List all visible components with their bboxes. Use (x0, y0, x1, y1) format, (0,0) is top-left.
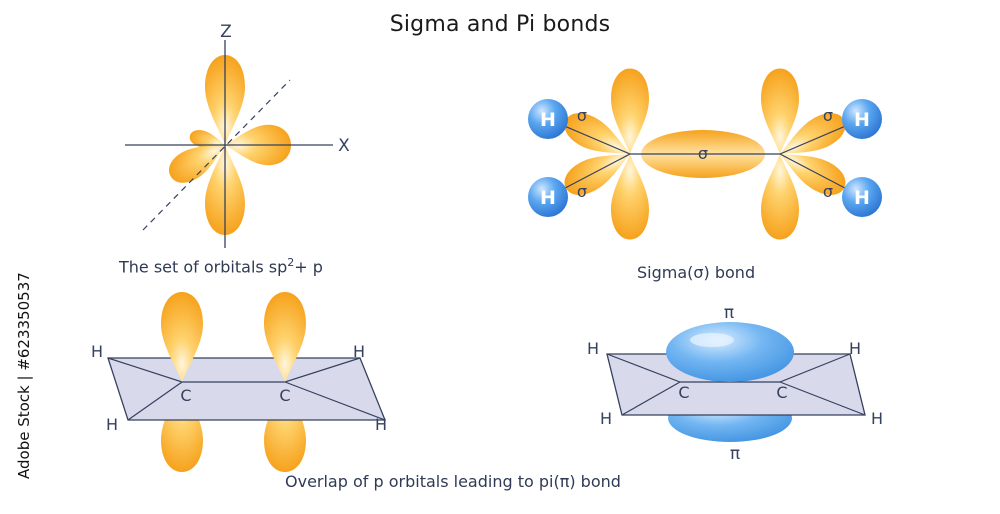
hydrogen-label: H (600, 409, 612, 428)
sp2-p-caption-main: The set of orbitals sp (119, 257, 288, 277)
sp2-p-caption-sup: 2 (287, 256, 295, 269)
hydrogen-label: H (353, 342, 365, 361)
sp2-p-caption: The set of orbitals sp2+ p (119, 256, 323, 276)
sigma-label: σ (698, 144, 708, 163)
sigma-caption: Sigma(σ) bond (637, 263, 756, 282)
sigma-label: σ (577, 182, 587, 201)
pi-label: π (730, 444, 740, 464)
sp2-p-caption-tail: + p (294, 257, 323, 277)
x-axis-label: X (338, 136, 350, 156)
diagram-title: Sigma and Pi bonds (389, 12, 611, 37)
carbon-label: C (776, 383, 787, 402)
pi-bond-diagram: C C H H H H π π (587, 303, 883, 464)
hydrogen-label: H (854, 187, 870, 209)
hydrogen-atom: H (842, 177, 882, 217)
hydrogen-label: H (849, 339, 861, 358)
hydrogen-label: H (375, 415, 387, 434)
pi-label: π (724, 303, 734, 323)
p-orbital-plane-diagram: C C H H H H (91, 292, 387, 472)
sigma-label: σ (823, 182, 833, 201)
carbon-label: C (180, 386, 191, 405)
hydrogen-atom: H (528, 99, 568, 139)
hydrogen-atom: H (842, 99, 882, 139)
sigma-label: σ (577, 106, 587, 125)
hydrogen-label: H (540, 109, 556, 131)
sp2-p-orbital-set (125, 40, 333, 248)
pi-bond-caption: Overlap of p orbitals leading to pi(π) b… (285, 472, 621, 491)
hydrogen-label: H (871, 409, 883, 428)
stock-watermark: Adobe Stock | #623350537 (15, 272, 33, 479)
z-axis-label: Z (220, 22, 232, 42)
hydrogen-label: H (587, 339, 599, 358)
sigma-label: σ (823, 106, 833, 125)
hydrogen-label: H (540, 187, 556, 209)
hydrogen-label: H (106, 415, 118, 434)
hydrogen-atom: H (528, 177, 568, 217)
hydrogen-label: H (854, 109, 870, 131)
carbon-label: C (678, 383, 689, 402)
carbon-label: C (279, 386, 290, 405)
sigma-bond-diagram: H H H H σ σ σ σ σ (528, 68, 882, 240)
hydrogen-label: H (91, 342, 103, 361)
